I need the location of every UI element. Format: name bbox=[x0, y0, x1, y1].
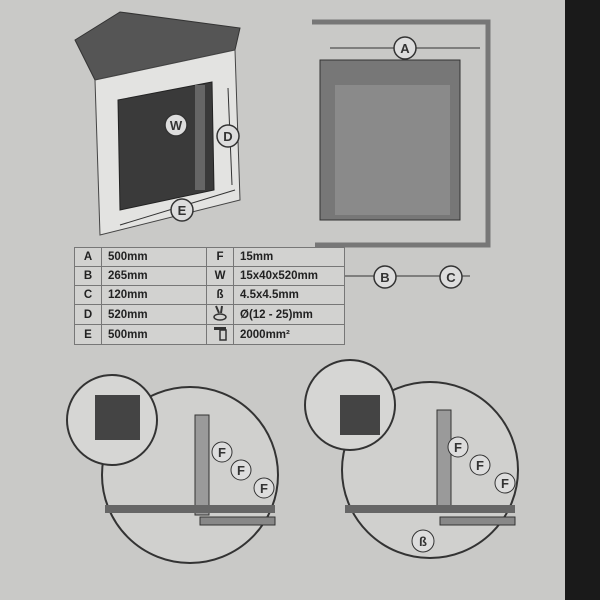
table-row: C 120mm ß 4.5x4.5mm bbox=[74, 285, 345, 305]
label-f: F bbox=[501, 476, 509, 491]
key: A bbox=[74, 247, 102, 267]
value: 265mm bbox=[101, 266, 207, 286]
table-row: A 500mm F 15mm bbox=[74, 247, 345, 267]
detail-right-diagram: F F F ß bbox=[304, 359, 519, 559]
value: 15x40x520mm bbox=[233, 266, 345, 286]
value: 500mm bbox=[101, 324, 207, 345]
label-e: E bbox=[178, 203, 187, 218]
table-row: B 265mm W 15x40x520mm bbox=[74, 266, 345, 286]
vent-pipe-icon bbox=[206, 324, 234, 345]
label-c: C bbox=[446, 270, 456, 285]
table-row: D 520mm Ø(12 - 25)mm bbox=[74, 304, 345, 325]
label-beta: ß bbox=[419, 534, 427, 549]
key: F bbox=[206, 247, 234, 267]
side-view-diagram: A B C bbox=[312, 19, 491, 289]
dimensions-table: A 500mm F 15mm B 265mm W 15x40x520mm C 1… bbox=[74, 247, 345, 345]
label-b: B bbox=[380, 270, 389, 285]
value: 2000mm² bbox=[233, 324, 345, 345]
detail-left-diagram: F F F bbox=[66, 374, 279, 564]
key: B bbox=[74, 266, 102, 286]
label-a: A bbox=[400, 41, 410, 56]
installation-diagrams: W D E A B C F F F F F bbox=[66, 11, 519, 564]
key: W bbox=[206, 266, 234, 286]
label-f: F bbox=[454, 440, 462, 455]
hose-clamp-icon bbox=[206, 304, 234, 325]
key: ß bbox=[206, 285, 234, 305]
value: 15mm bbox=[233, 247, 345, 267]
key: D bbox=[74, 304, 102, 325]
key: C bbox=[74, 285, 102, 305]
niche-diagram: W D E bbox=[74, 11, 241, 236]
value: 4.5x4.5mm bbox=[233, 285, 345, 305]
label-f: F bbox=[218, 445, 226, 460]
label-d: D bbox=[223, 129, 232, 144]
manual-page: W D E A B C F F F F F bbox=[0, 0, 565, 600]
label-f: F bbox=[237, 463, 245, 478]
value: Ø(12 - 25)mm bbox=[233, 304, 345, 325]
label-f: F bbox=[260, 481, 268, 496]
value: 120mm bbox=[101, 285, 207, 305]
table-row: E 500mm 2000mm² bbox=[74, 324, 345, 345]
key: E bbox=[74, 324, 102, 345]
label-w: W bbox=[170, 118, 183, 133]
value: 500mm bbox=[101, 247, 207, 267]
label-f: F bbox=[476, 458, 484, 473]
value: 520mm bbox=[101, 304, 207, 325]
